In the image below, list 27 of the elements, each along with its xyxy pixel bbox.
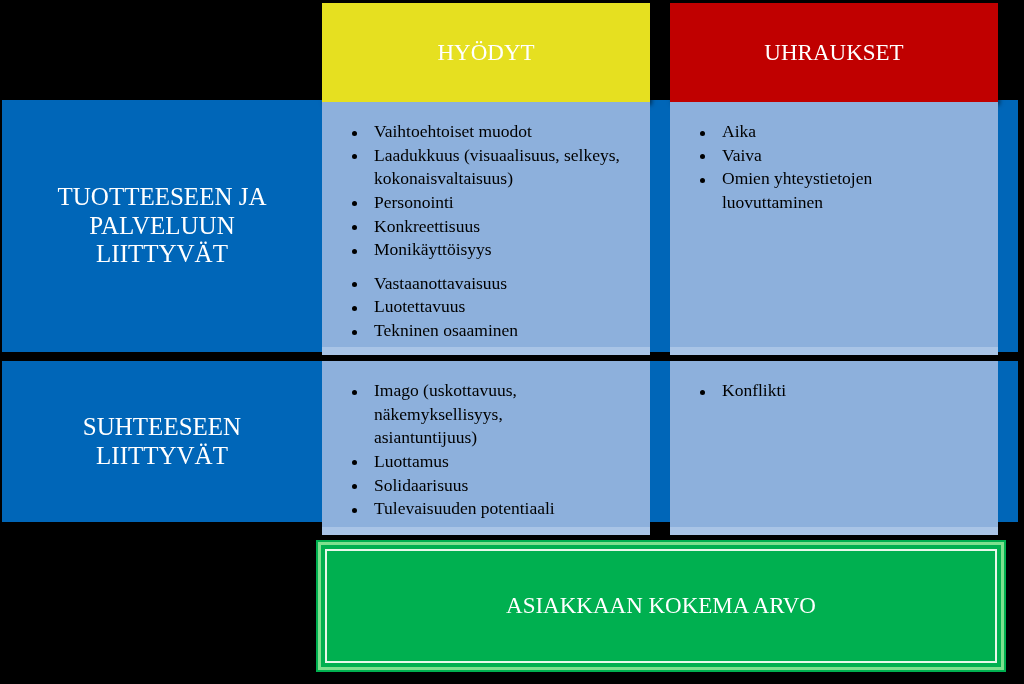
bullet-item: Konkreettisuus (374, 215, 480, 236)
bullet-item: Tulevaisuuden potentiaali (374, 498, 555, 519)
row-heading: SUHTEESEEN LIITTYVÄT (81, 412, 243, 471)
table-cell (322, 102, 650, 355)
column-header: HYÖDYT (322, 3, 650, 102)
result-box: ASIAKKAAN KOKEMA ARVO (318, 542, 1004, 670)
table-cell (670, 102, 998, 355)
table-cell (322, 361, 650, 535)
bullet-item: Aika (722, 121, 757, 141)
row-band (2, 361, 322, 522)
bullet-item: Monikäyttöisyys (374, 239, 492, 260)
row-heading: TUOTTEESEEN JA PALVELUUN LIITTYVÄT (56, 182, 268, 270)
bullet-item: Tekninen osaaminen (374, 320, 519, 340)
row-band (2, 100, 322, 352)
bullet-item: Vaihtoehtoiset muodot (374, 121, 532, 141)
bullet-item: Solidaarisuus (374, 474, 469, 495)
bullet-item: Luottamus (374, 450, 449, 471)
bullet-item: Personointi (374, 191, 454, 212)
bullet-item: Luotettavuus (374, 296, 466, 317)
bullet-item: Omien yhteystietojen luovuttaminen (722, 168, 873, 212)
bullet-item: Vastaanottavaisuus (374, 272, 508, 293)
bullet-item: Imago (uskottavuus, näkemyksellisyys, asiantuntijuus) (374, 380, 517, 448)
bullet-item: Laadukkuus (visuaalisuus, selkeys, kokonaisvaltaisuus) (374, 144, 620, 189)
column-header: UHRAUKSET (670, 3, 998, 102)
bullet-item: Konflikti (722, 380, 787, 400)
bullet-item: Vaiva (722, 144, 762, 165)
table-cell (670, 361, 998, 535)
